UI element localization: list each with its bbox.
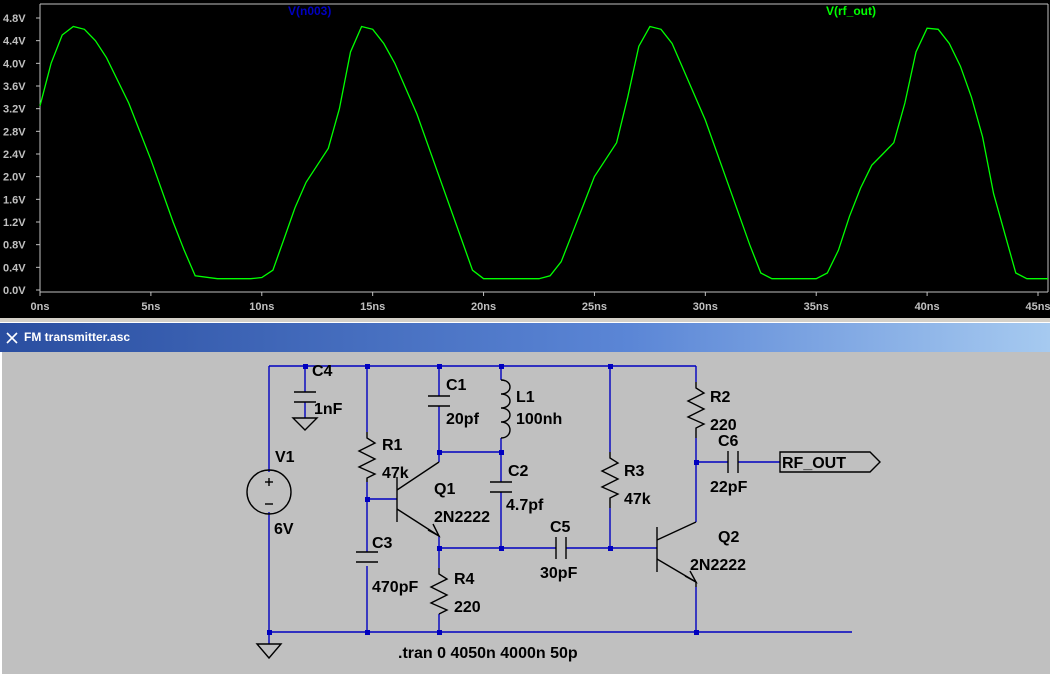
y-tick-label: 1.2V — [3, 217, 26, 229]
v1-value[interactable]: 6V — [274, 521, 294, 538]
r2-name[interactable]: R2 — [710, 389, 731, 406]
x-tick-label: 30ns — [693, 301, 718, 313]
x-tick-group: 0ns 5ns 10ns 15ns 20ns 25ns 30ns 35ns 40ns 45ns — [31, 292, 1050, 313]
c2-name[interactable]: C2 — [508, 463, 529, 480]
waveform-plot[interactable]: 0.0V 0.4V 0.8V 1.2V 1.6V 2.0V 2.4V 2.8V 3.2V 3.6V… — [0, 0, 1050, 318]
tran-directive[interactable]: .tran 0 4050n 4000n 50p — [398, 645, 578, 662]
trace-label-rf-out[interactable]: V(rf_out) — [826, 4, 876, 18]
schematic-window-title: FM transmitter.asc — [24, 330, 131, 344]
y-tick-label: 2.0V — [3, 172, 26, 184]
junction-dots — [267, 364, 699, 635]
schematic-window-titlebar[interactable]: FM transmitter.asc — [0, 322, 1050, 352]
r4-resistor-symbol[interactable] — [429, 568, 449, 615]
v1-name[interactable]: V1 — [275, 449, 295, 466]
c5-value[interactable]: 30pF — [540, 565, 578, 582]
schematic-drawing[interactable]: C4 1nF V1 6V R1 47k C1 20pf L1 100nh C2 … — [2, 352, 1050, 674]
c6-name[interactable]: C6 — [718, 433, 739, 450]
c6-value[interactable]: 22pF — [710, 479, 748, 496]
y-tick-label: 0.0V — [3, 285, 26, 297]
c5-capacitor-symbol[interactable] — [555, 537, 567, 559]
trace-label-n003[interactable]: V(n003) — [288, 4, 331, 18]
r4-name[interactable]: R4 — [454, 571, 475, 588]
y-tick-label: 0.4V — [3, 262, 26, 274]
y-tick-label: 1.6V — [3, 194, 26, 206]
c4-value[interactable]: 1nF — [314, 401, 343, 418]
r3-name[interactable]: R3 — [624, 463, 645, 480]
c3-name[interactable]: C3 — [372, 535, 393, 552]
c5-name[interactable]: C5 — [550, 519, 571, 536]
waveform-plot-pane[interactable]: 0.0V 0.4V 0.8V 1.2V 1.6V 2.0V 2.4V 2.8V 3.2V 3.6V… — [0, 0, 1050, 318]
r4-value[interactable]: 220 — [454, 599, 481, 616]
q1-transistor-symbol[interactable] — [396, 461, 441, 538]
q2-transistor-symbol[interactable] — [656, 521, 698, 587]
c6-capacitor-symbol[interactable] — [727, 451, 739, 473]
x-tick-label: 0ns — [31, 301, 50, 313]
rf-out-net-label[interactable]: RF_OUT — [782, 455, 846, 472]
x-tick-label: 20ns — [471, 301, 496, 313]
y-tick-label: 3.2V — [3, 104, 26, 116]
l1-value[interactable]: 100nh — [516, 411, 562, 428]
c1-capacitor-symbol[interactable] — [428, 395, 450, 407]
y-tick-label: 3.6V — [3, 81, 26, 93]
schematic-canvas[interactable]: C4 1nF V1 6V R1 47k C1 20pf L1 100nh C2 … — [0, 352, 1050, 674]
r1-value[interactable]: 47k — [382, 465, 409, 482]
c2-value[interactable]: 4.7pf — [506, 497, 544, 514]
y-tick-group: 0.0V 0.4V 0.8V 1.2V 1.6V 2.0V 2.4V 2.8V 3.2V 3.6V… — [3, 13, 40, 297]
c1-name[interactable]: C1 — [446, 377, 467, 394]
x-tick-label: 25ns — [582, 301, 607, 313]
x-tick-label: 10ns — [249, 301, 274, 313]
c4-capacitor-symbol[interactable] — [291, 391, 319, 431]
r1-resistor-symbol[interactable] — [357, 432, 377, 482]
r3-value[interactable]: 47k — [624, 491, 651, 508]
c1-value[interactable]: 20pf — [446, 411, 480, 428]
x-tick-label: 45ns — [1025, 301, 1050, 313]
ground-symbol — [255, 643, 283, 660]
q1-value[interactable]: 2N2222 — [434, 509, 490, 526]
x-tick-label: 5ns — [141, 301, 160, 313]
l1-name[interactable]: L1 — [516, 389, 535, 406]
wires — [268, 365, 852, 644]
y-tick-label: 2.8V — [3, 126, 26, 138]
c3-capacitor-symbol[interactable] — [356, 551, 378, 563]
rf-out-port-symbol[interactable] — [779, 451, 881, 473]
y-tick-label: 2.4V — [3, 149, 26, 161]
y-tick-label: 4.4V — [3, 36, 26, 48]
q1-name[interactable]: Q1 — [434, 481, 455, 498]
q2-name[interactable]: Q2 — [718, 529, 739, 546]
q2-value[interactable]: 2N2222 — [690, 557, 746, 574]
x-tick-label: 35ns — [804, 301, 829, 313]
x-tick-label: 15ns — [360, 301, 385, 313]
series-line-v-rf-out — [39, 25, 1048, 280]
r2-value[interactable]: 220 — [710, 417, 737, 434]
r3-resistor-symbol[interactable] — [600, 452, 620, 508]
c2-capacitor-symbol[interactable] — [490, 481, 512, 493]
r2-resistor-symbol[interactable] — [686, 382, 706, 438]
l1-inductor-symbol[interactable] — [500, 379, 511, 439]
v1-source-symbol[interactable] — [246, 469, 292, 515]
c3-value[interactable]: 470pF — [372, 579, 418, 596]
c4-name[interactable]: C4 — [312, 363, 333, 380]
schematic-window-icon — [6, 332, 18, 344]
y-tick-label: 0.8V — [3, 240, 26, 252]
y-tick-label: 4.8V — [3, 13, 26, 25]
x-tick-label: 40ns — [915, 301, 940, 313]
r1-name[interactable]: R1 — [382, 437, 403, 454]
y-tick-label: 4.0V — [3, 58, 26, 70]
